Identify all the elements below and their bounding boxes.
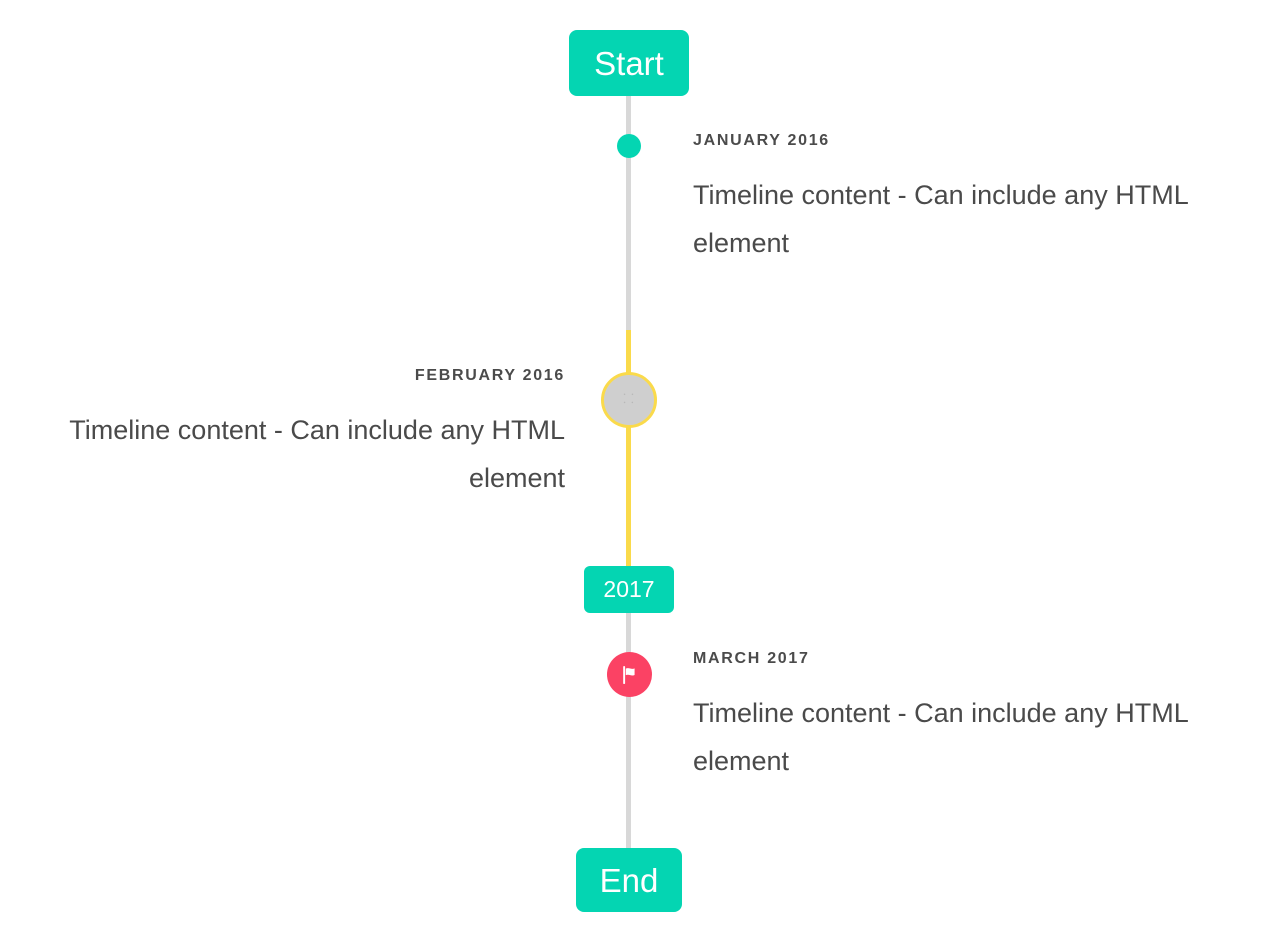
timeline-entry-body: Timeline content - Can include any HTML … [693,180,1188,258]
timeline-marker-march[interactable] [607,652,652,697]
broken-image-icon: ⸬ [623,392,635,407]
flag-icon [619,664,641,686]
timeline-entry-date: MARCH 2017 [693,650,810,667]
timeline-entry-body: Timeline content - Can include any HTML … [69,415,565,493]
timeline-rail-upper [626,92,631,332]
timeline-rail-lower [626,608,631,860]
timeline-start-label: Start [594,44,664,82]
timeline-year-label: 2017 [603,576,655,602]
timeline-entry-march: MARCH 2017 Timeline content - Can includ… [693,651,1223,785]
timeline-end-label: End [599,861,659,899]
timeline-rail-highlight [626,330,631,566]
timeline-end-badge[interactable]: End [576,848,682,912]
timeline-marker-february[interactable]: ⸬ [601,372,657,428]
timeline-entry-february: FEBRUARY 2016 Timeline content - Can inc… [35,368,565,502]
timeline-marker-january[interactable] [617,134,641,158]
timeline-start-badge[interactable]: Start [569,30,689,96]
timeline-entry-body: Timeline content - Can include any HTML … [693,698,1188,776]
timeline-year-badge[interactable]: 2017 [584,566,674,613]
timeline-entry-january: JANUARY 2016 Timeline content - Can incl… [693,133,1223,267]
timeline-entry-date: FEBRUARY 2016 [414,367,565,384]
timeline-entry-date: JANUARY 2016 [693,132,830,149]
